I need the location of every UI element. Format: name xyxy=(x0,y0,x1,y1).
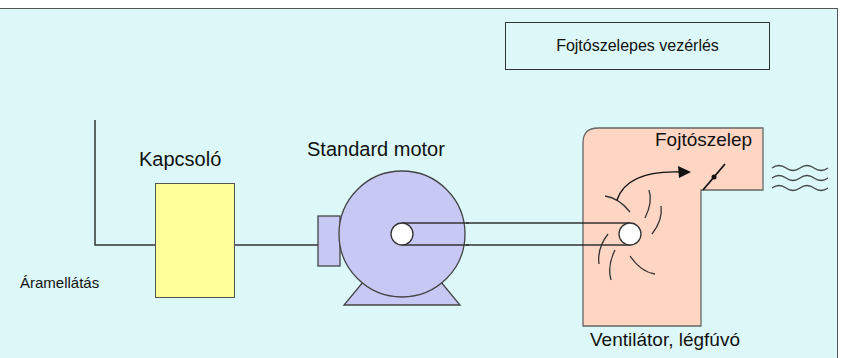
pulley xyxy=(391,223,413,245)
connector-line xyxy=(466,223,584,245)
power-wire xyxy=(95,120,155,245)
fan-drawing xyxy=(583,128,763,326)
motor-body xyxy=(339,171,465,297)
switch-box: Kapcsoló xyxy=(155,183,235,298)
airflow-waves xyxy=(772,166,828,191)
damper-plate xyxy=(703,164,725,190)
terminal-box xyxy=(318,216,340,266)
fan-hub xyxy=(619,223,641,245)
damper-pivot xyxy=(712,175,717,180)
housing-outline xyxy=(583,128,763,326)
fan-housing: FojtószelepVentilátor, légfúvó xyxy=(583,128,763,326)
fan-blades xyxy=(599,190,662,280)
node-caption: Ventilátor, légfúvó xyxy=(590,329,740,351)
connector-line xyxy=(235,244,318,246)
part-label: Áramellátás xyxy=(20,274,99,291)
airflow-arrow xyxy=(617,172,681,200)
node-heading: Standard motor xyxy=(307,138,445,161)
motor-drawing xyxy=(318,171,468,307)
arrow-head xyxy=(678,166,691,178)
node-heading: Fojtószelep xyxy=(655,129,752,151)
node-heading: Kapcsoló xyxy=(139,148,221,171)
title-box: Fojtószelepes vezérlés xyxy=(505,22,770,70)
motor-symbol: Standard motor xyxy=(318,171,468,307)
node-heading: Fojtószelepes vezérlés xyxy=(556,37,719,55)
